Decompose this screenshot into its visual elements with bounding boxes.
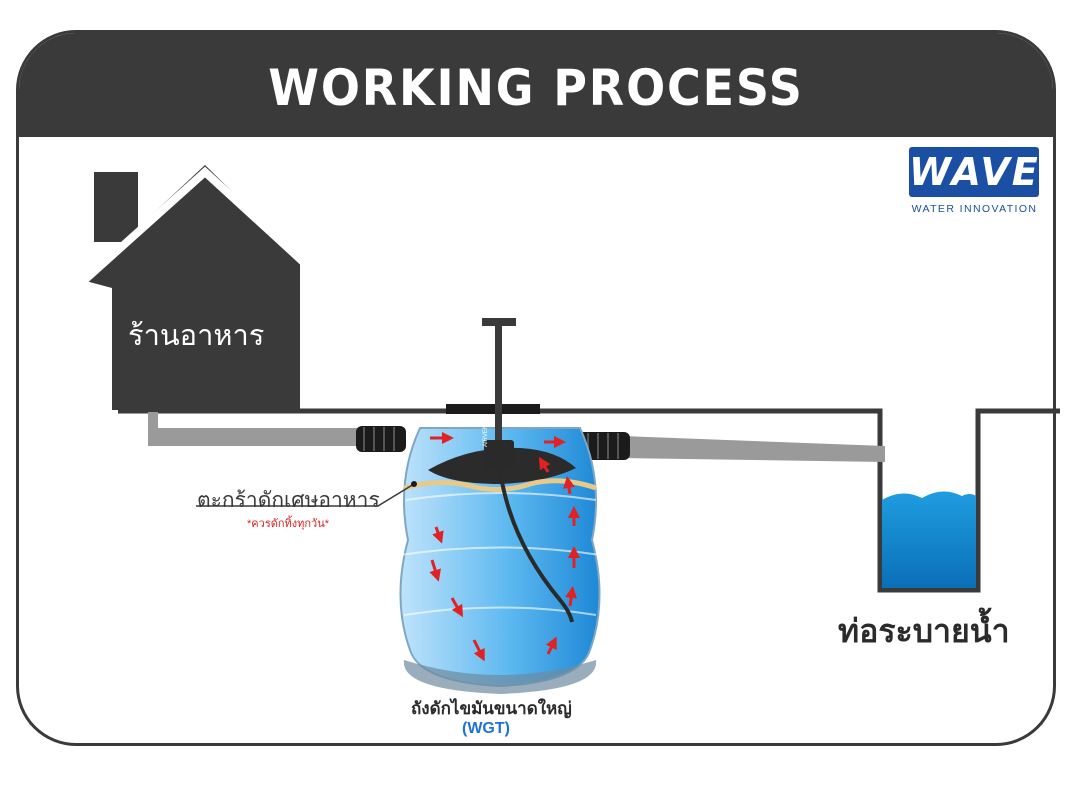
basket-note: *ควรดักทิ้งทุกวัน* (247, 518, 330, 530)
arrow-icon (432, 526, 444, 544)
airvent-label: AIRVENT (483, 421, 489, 447)
arrow-icon (472, 639, 485, 662)
tank-code: (WGT) (462, 720, 510, 737)
restaurant-label: ร้านอาหาร (128, 320, 265, 352)
tank-label: ถังดักไขมันขนาดใหญ่ (411, 699, 572, 718)
flow-arrows (429, 432, 580, 662)
arrow-icon (429, 559, 441, 582)
drain-water (882, 491, 976, 588)
house-icon (75, 165, 315, 410)
arrow-icon (538, 456, 551, 473)
arrow-icon (450, 597, 463, 618)
basket-label: ตะกร้าดักเศษอาหาร (197, 489, 380, 512)
wave-logo: WAVE WATER INNOVATION (907, 147, 1042, 217)
inlet-pipe (148, 412, 406, 452)
arrow-icon (563, 476, 575, 495)
basket-callout-dot (411, 481, 417, 487)
title-bar: WORKING PROCESS (19, 33, 1053, 137)
drain-label: ท่อระบายน้ำ (838, 613, 1010, 649)
airvent-pipe (482, 318, 574, 623)
ground-line (118, 408, 1060, 593)
arrow-icon (545, 636, 557, 655)
grease-trap-tank (399, 404, 601, 694)
outlet-pipe (578, 432, 885, 462)
arrow-icon (565, 586, 578, 607)
basket-callout (196, 483, 415, 507)
logo-tagline: WATER INNOVATION (911, 203, 1038, 215)
page-title: WORKING PROCESS (268, 59, 804, 117)
logo-brand: WAVE (909, 147, 1039, 197)
